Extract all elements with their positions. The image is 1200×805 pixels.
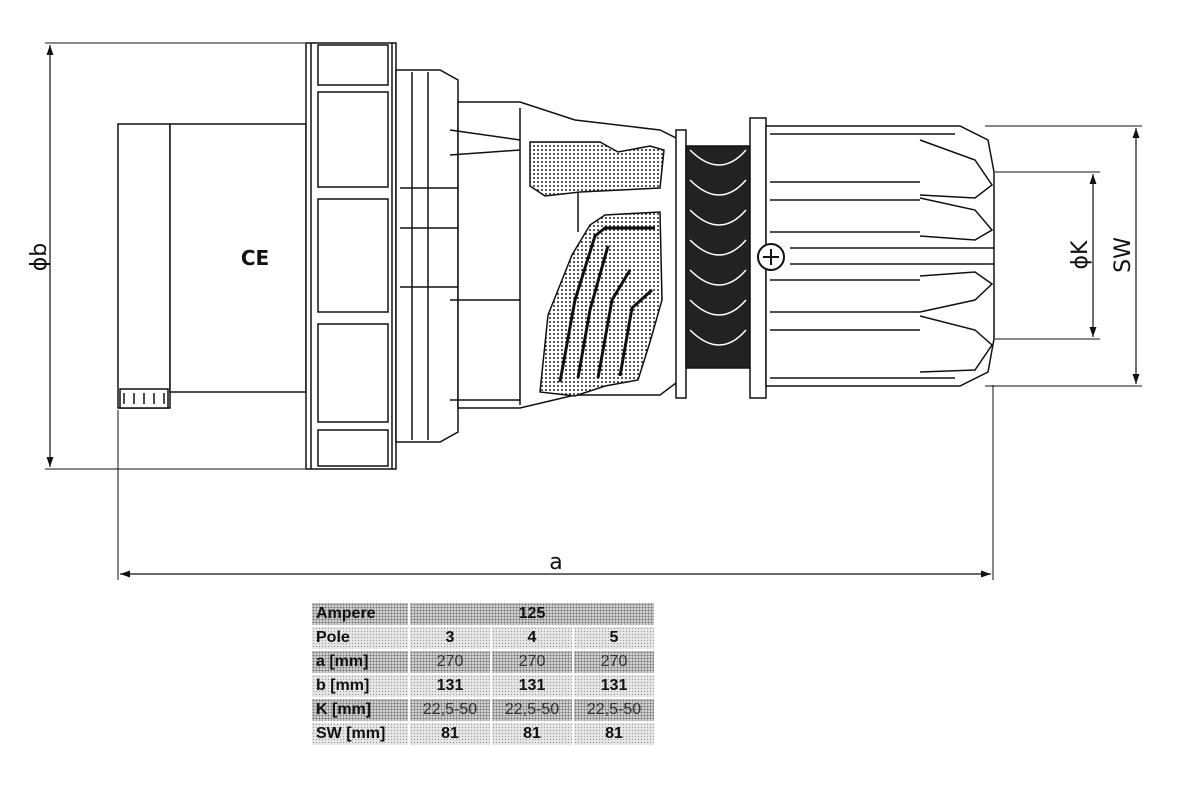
row-label: K [mm] bbox=[312, 699, 408, 721]
cell: 81 bbox=[492, 723, 572, 745]
table-row: K [mm] 22,5-50 22,5-50 22,5-50 bbox=[312, 699, 654, 721]
row-label: SW [mm] bbox=[312, 723, 408, 745]
row-label: b [mm] bbox=[312, 675, 408, 697]
dimension-label-b: ϕb bbox=[27, 243, 52, 271]
ce-mark: CE bbox=[241, 246, 269, 270]
table-row: Pole 3 4 5 bbox=[312, 627, 654, 649]
cell: 3 bbox=[410, 627, 490, 649]
dimension-label-sw: SW bbox=[1111, 237, 1136, 273]
dimension-label-a: a bbox=[549, 550, 562, 575]
cell: 81 bbox=[410, 723, 490, 745]
socket-face bbox=[117, 123, 307, 409]
cell: 4 bbox=[492, 627, 572, 649]
cell: 22,5-50 bbox=[574, 699, 654, 721]
row-label: Pole bbox=[312, 627, 408, 649]
dimension-lines bbox=[46, 45, 1140, 578]
table-row: a [mm] 270 270 270 bbox=[312, 651, 654, 673]
body-flange bbox=[305, 42, 397, 470]
cell: 22,5-50 bbox=[410, 699, 490, 721]
extension-lines bbox=[45, 42, 1142, 580]
spec-header-row: Ampere 125 bbox=[312, 603, 654, 625]
screw-icon bbox=[757, 243, 785, 271]
cell: 270 bbox=[574, 651, 654, 673]
threaded-section bbox=[675, 117, 767, 399]
cell: 131 bbox=[574, 675, 654, 697]
cell: 22,5-50 bbox=[492, 699, 572, 721]
spec-table: Ampere 125 Pole 3 4 5 a [mm] 270 270 270… bbox=[310, 601, 656, 747]
table-row: b [mm] 131 131 131 bbox=[312, 675, 654, 697]
connector-drawing: ϕb a ϕK SW CE bbox=[27, 42, 1142, 580]
row-label: a [mm] bbox=[312, 651, 408, 673]
cell: 131 bbox=[492, 675, 572, 697]
body-ring bbox=[395, 69, 459, 443]
table-row: SW [mm] 81 81 81 bbox=[312, 723, 654, 745]
cell: 270 bbox=[410, 651, 490, 673]
dimension-label-k: ϕK bbox=[1068, 240, 1093, 270]
cell: 270 bbox=[492, 651, 572, 673]
cell: 131 bbox=[410, 675, 490, 697]
gland-nut bbox=[765, 125, 995, 387]
spec-header-label: Ampere bbox=[312, 603, 408, 625]
spec-header-value: 125 bbox=[410, 603, 654, 625]
cell: 81 bbox=[574, 723, 654, 745]
cell: 5 bbox=[574, 627, 654, 649]
grip-pads bbox=[529, 141, 665, 397]
